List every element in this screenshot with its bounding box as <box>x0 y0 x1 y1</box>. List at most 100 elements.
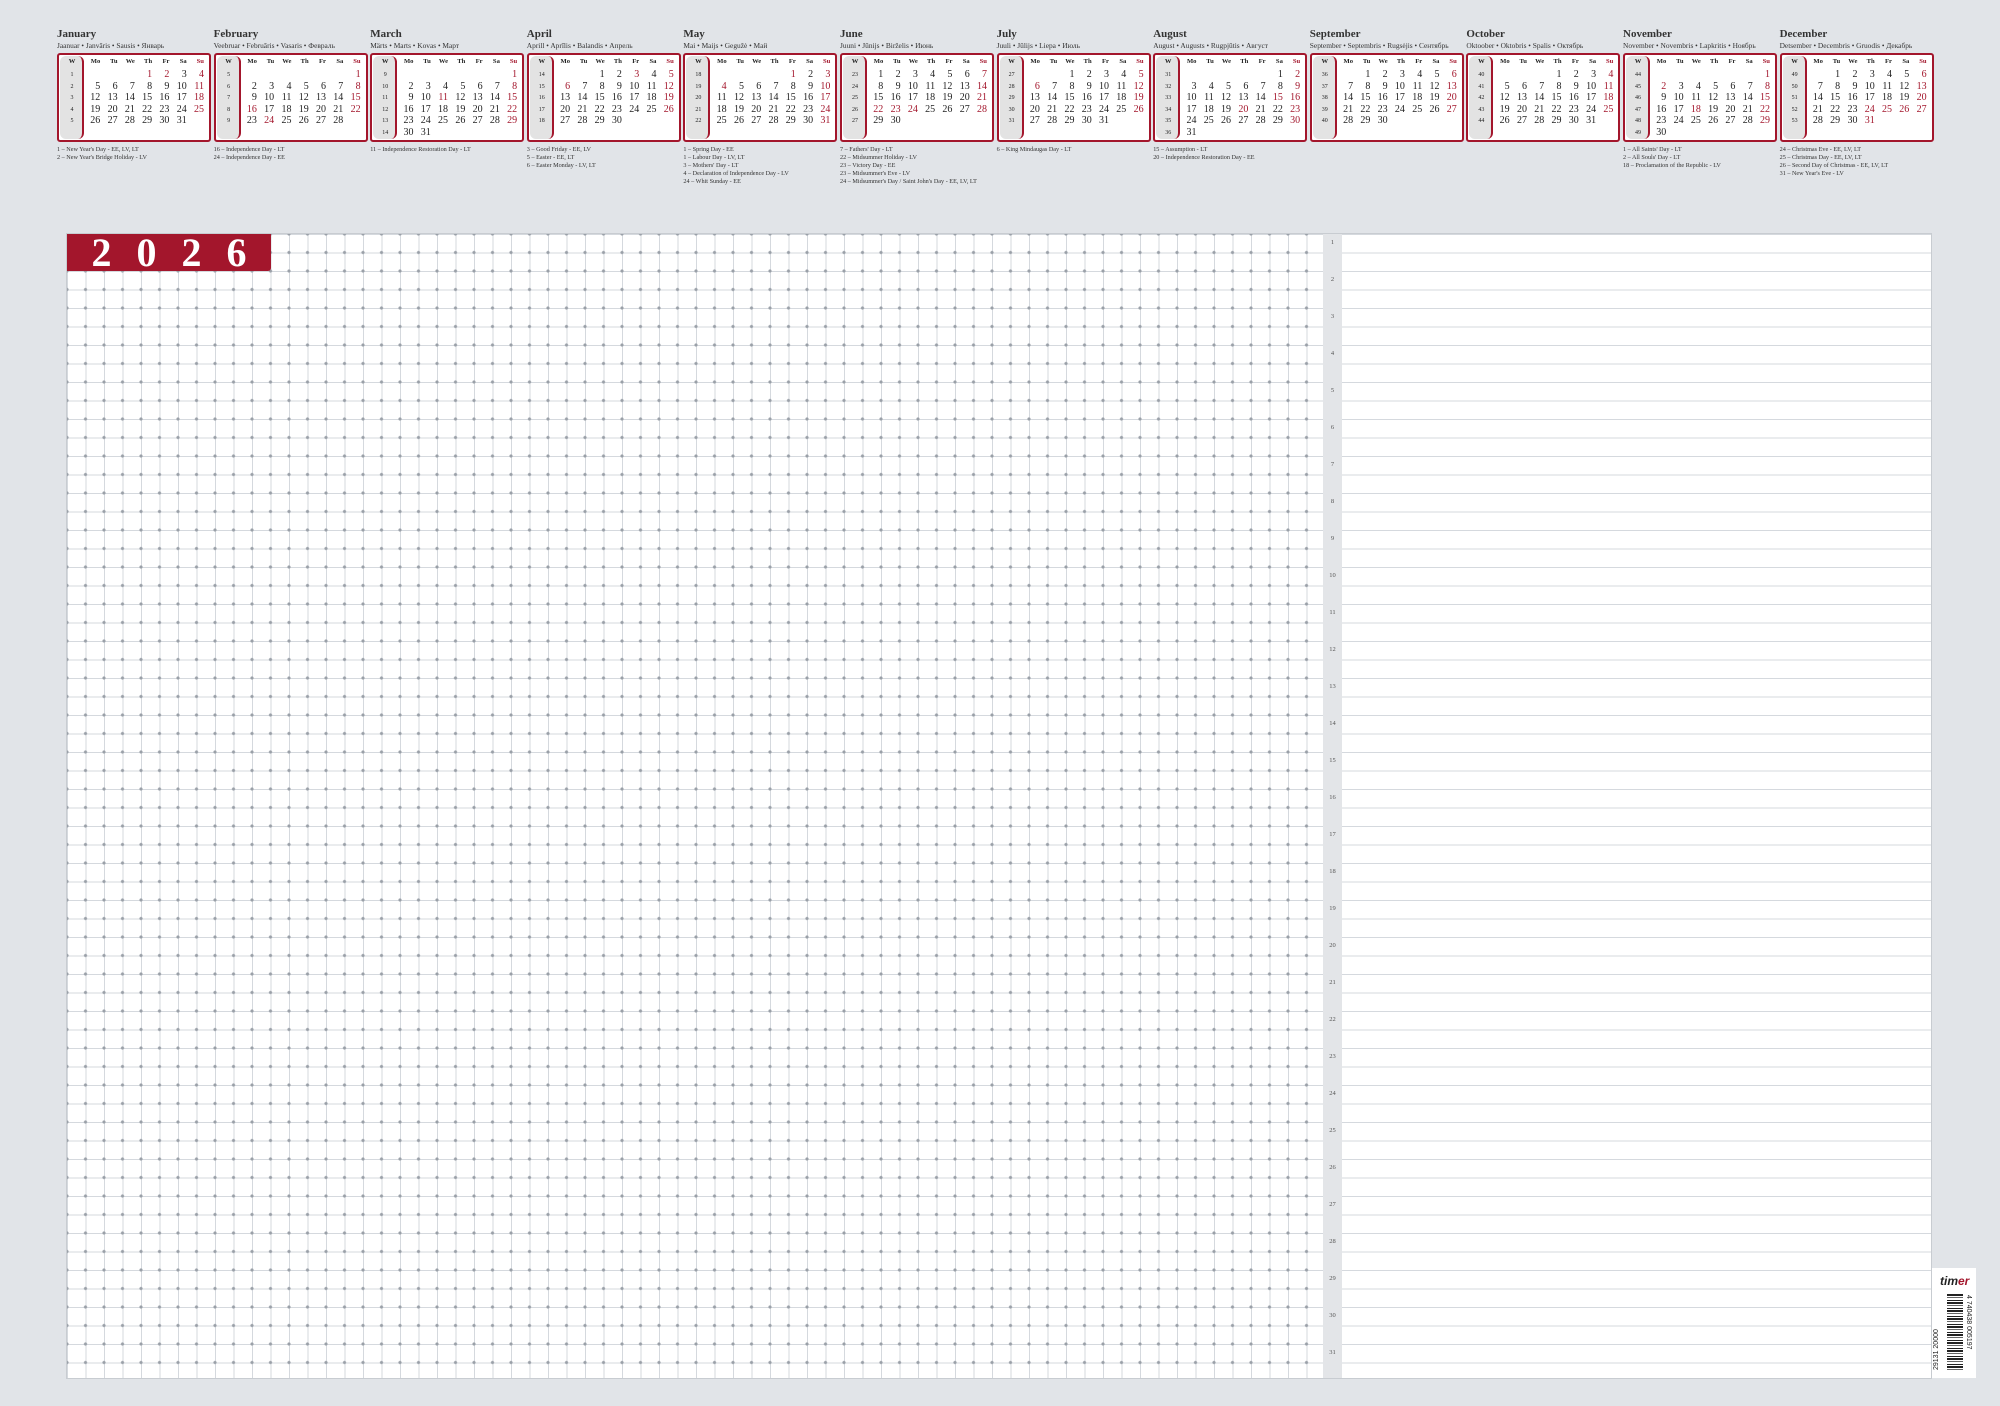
day-cell[interactable]: 26 <box>1133 103 1144 115</box>
day-cell[interactable]: 11 <box>1204 92 1214 104</box>
day-cell[interactable]: 11 <box>1412 80 1423 92</box>
day-cell[interactable]: 17 <box>629 92 640 104</box>
day-cell[interactable]: 28 <box>1047 115 1058 127</box>
day-cell[interactable]: 9 <box>808 80 814 92</box>
day-cell[interactable]: 14 <box>333 92 344 104</box>
day-cell[interactable]: 10 <box>264 92 275 104</box>
day-cell[interactable]: 14 <box>1343 92 1354 104</box>
day-cell[interactable]: 17 <box>907 92 918 104</box>
day-cell[interactable]: 27 <box>472 115 483 127</box>
day-cell[interactable]: 4 <box>1608 69 1614 80</box>
day-cell[interactable]: 7 <box>494 80 500 92</box>
day-cell[interactable]: 28 <box>1812 115 1823 127</box>
day-cell[interactable]: 1 <box>1835 69 1841 80</box>
day-cell[interactable]: 13 <box>1516 92 1527 104</box>
day-cell[interactable]: 1 <box>147 69 153 80</box>
day-cell[interactable]: 26 <box>663 103 674 115</box>
day-cell[interactable]: 20 <box>1029 103 1040 115</box>
day-cell[interactable]: 4 <box>443 80 449 92</box>
day-cell[interactable]: 1 <box>512 69 518 80</box>
day-cell[interactable]: 17 <box>820 92 831 104</box>
day-cell[interactable]: 23 <box>1290 103 1301 115</box>
day-cell[interactable]: 24 <box>1864 103 1875 115</box>
day-cell[interactable]: 3 <box>912 69 918 80</box>
day-cell[interactable]: 12 <box>298 92 309 104</box>
day-cell[interactable]: 21 <box>768 103 779 115</box>
day-cell[interactable]: 25 <box>438 115 449 127</box>
day-cell[interactable]: 28 <box>1343 115 1354 127</box>
day-cell[interactable]: 24 <box>1586 103 1597 115</box>
day-cell[interactable]: 27 <box>1725 115 1736 127</box>
day-cell[interactable]: 29 <box>1830 115 1841 127</box>
day-cell[interactable]: 4 <box>1417 69 1423 80</box>
day-cell[interactable]: 18 <box>1412 92 1423 104</box>
day-cell[interactable]: 8 <box>1277 80 1283 92</box>
day-cell[interactable]: 25 <box>646 103 657 115</box>
day-cell[interactable]: 21 <box>1742 103 1753 115</box>
day-cell[interactable]: 24 <box>1394 103 1405 115</box>
day-cell[interactable]: 17 <box>1673 103 1684 115</box>
day-cell[interactable]: 14 <box>577 92 588 104</box>
day-cell[interactable]: 8 <box>1069 80 1075 92</box>
day-cell[interactable]: 20 <box>560 103 571 115</box>
day-cell[interactable]: 10 <box>1586 80 1597 92</box>
day-cell[interactable]: 13 <box>1238 92 1249 104</box>
day-cell[interactable]: 4 <box>1695 80 1701 92</box>
day-cell[interactable]: 8 <box>355 80 361 92</box>
day-cell[interactable]: 9 <box>1573 80 1579 92</box>
day-cell[interactable]: 6 <box>112 80 118 92</box>
day-cell[interactable]: 20 <box>1916 92 1927 104</box>
day-cell[interactable]: 28 <box>1255 115 1266 127</box>
day-cell[interactable]: 10 <box>907 80 918 92</box>
day-cell[interactable]: 21 <box>577 103 588 115</box>
day-cell[interactable]: 11 <box>646 80 657 92</box>
day-cell[interactable]: 20 <box>1725 103 1736 115</box>
day-cell[interactable]: 9 <box>164 80 170 92</box>
day-cell[interactable]: 6 <box>1243 80 1249 92</box>
day-cell[interactable]: 23 <box>1656 115 1667 127</box>
day-cell[interactable]: 23 <box>803 103 814 115</box>
day-cell[interactable]: 15 <box>1272 92 1283 104</box>
day-cell[interactable]: 19 <box>1429 92 1440 104</box>
day-cell[interactable]: 29 <box>507 115 518 127</box>
day-cell[interactable]: 15 <box>350 92 361 104</box>
day-cell[interactable]: 20 <box>959 92 970 104</box>
day-cell[interactable]: 5 <box>947 69 953 80</box>
lined-daily-notes-area[interactable] <box>1342 234 1931 1378</box>
day-cell[interactable]: 11 <box>281 92 292 104</box>
day-cell[interactable]: 27 <box>1516 115 1527 127</box>
day-cell[interactable]: 23 <box>1847 103 1858 115</box>
day-cell[interactable]: 23 <box>246 115 257 127</box>
day-cell[interactable]: 23 <box>403 115 414 127</box>
day-cell[interactable]: 14 <box>1047 92 1058 104</box>
day-cell[interactable]: 22 <box>507 103 518 115</box>
day-cell[interactable]: 17 <box>176 92 187 104</box>
day-cell[interactable]: 9 <box>408 92 414 104</box>
day-cell[interactable]: 21 <box>333 103 344 115</box>
day-cell[interactable]: 29 <box>873 115 884 127</box>
day-cell[interactable]: 12 <box>1133 80 1144 92</box>
day-cell[interactable]: 13 <box>472 92 483 104</box>
day-cell[interactable]: 18 <box>193 92 204 104</box>
day-cell[interactable]: 6 <box>1034 80 1040 92</box>
day-cell[interactable]: 20 <box>1446 92 1457 104</box>
day-cell[interactable]: 26 <box>1708 115 1719 127</box>
day-cell[interactable]: 15 <box>785 92 796 104</box>
day-cell[interactable]: 14 <box>1812 92 1823 104</box>
day-cell[interactable]: 18 <box>646 92 657 104</box>
day-cell[interactable]: 9 <box>1382 80 1388 92</box>
day-cell[interactable]: 9 <box>616 80 622 92</box>
day-cell[interactable]: 25 <box>1690 115 1701 127</box>
day-cell[interactable]: 19 <box>1133 92 1144 104</box>
day-cell[interactable]: 25 <box>1882 103 1892 115</box>
day-cell[interactable]: 2 <box>1573 69 1579 80</box>
day-cell[interactable]: 6 <box>756 80 762 92</box>
day-cell[interactable]: 4 <box>651 69 657 80</box>
day-cell[interactable]: 29 <box>594 115 605 127</box>
day-cell[interactable]: 11 <box>438 92 449 104</box>
day-cell[interactable]: 23 <box>611 103 622 115</box>
day-cell[interactable]: 5 <box>1226 80 1232 92</box>
day-cell[interactable]: 19 <box>942 92 953 104</box>
day-cell[interactable]: 9 <box>251 92 257 104</box>
day-cell[interactable]: 7 <box>582 80 588 92</box>
